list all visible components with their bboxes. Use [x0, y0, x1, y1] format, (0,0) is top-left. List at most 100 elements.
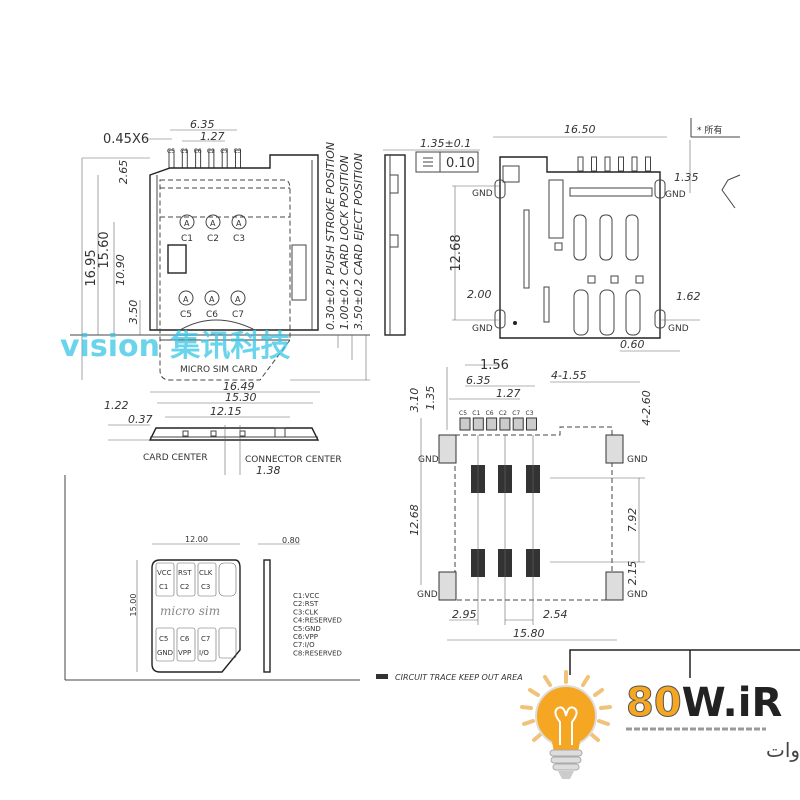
pad-label: C7	[512, 410, 520, 417]
sim-pad-label: C5	[159, 635, 168, 643]
brand-name-text: W.iR	[682, 680, 783, 726]
pin	[604, 156, 611, 172]
keep-out-legend: CIRCUIT TRACE KEEP OUT AREA	[395, 673, 523, 682]
sim-pad	[197, 627, 217, 662]
signal-pad	[512, 417, 524, 431]
pin-list-item: C2:RST	[293, 600, 319, 608]
sim-thickness-view	[263, 559, 271, 673]
gnd-label: GND	[668, 324, 689, 334]
dim-left: 2.95	[452, 608, 477, 621]
dim-footprint-height: 12.68	[408, 504, 421, 536]
spring-contact	[599, 214, 613, 261]
brand-name: 80W.iR	[626, 680, 782, 726]
connector-body-top	[149, 154, 319, 331]
sim-pad	[155, 627, 175, 662]
contact-mark: A	[184, 219, 190, 228]
pin-list-item: C8:RESERVED	[293, 649, 342, 657]
dim-row-spacing: 7.92	[626, 508, 639, 533]
dim-sim-height: 15.00	[129, 594, 138, 617]
sim-pad	[176, 627, 196, 662]
sim-pad	[155, 562, 175, 597]
footprint-gnd-pads	[438, 434, 624, 601]
gnd-label: GND	[665, 190, 686, 200]
brand-name-number: 80	[626, 680, 682, 726]
bottom-view-contacts	[573, 214, 641, 336]
push-stroke-position: 0.30±0.2 PUSH STROKE POSITION	[324, 142, 337, 330]
sim-pad	[218, 627, 237, 659]
dim-row1: 10.90	[114, 254, 127, 286]
sim-label: micro sim	[160, 604, 220, 618]
contact-mark: A	[236, 219, 242, 228]
signal-pad	[526, 417, 537, 431]
micro-sim-card: 12.00 15.00 VCCC1RSTC2CLKC3C5GNDC6VPPC7I…	[64, 475, 360, 681]
detail-fragment	[721, 174, 741, 209]
dim-bottom-b: 1.62	[676, 290, 701, 303]
pin-list: C1:VCCC2:RSTC3:CLKC4:RESERVEDC5:GNDC6:VP…	[293, 592, 342, 657]
dim-bottom-a: 2.00	[467, 288, 492, 301]
dim-sim-width: 12.00	[185, 535, 208, 544]
pin	[645, 156, 651, 172]
pin-label: C2	[207, 148, 215, 155]
spring-contact	[625, 289, 641, 336]
flatness-value: 0.10	[446, 156, 475, 171]
sim-pad-label: C3	[201, 583, 210, 591]
pad-label: C2	[499, 410, 507, 417]
dim-bottom-d: 1.35	[674, 171, 699, 184]
contact-circle	[179, 214, 195, 230]
flatness-box	[415, 151, 479, 173]
pin-label: C5	[167, 148, 175, 155]
pin-list-item: C4:RESERVED	[293, 617, 342, 625]
sim-pad-label: C2	[180, 583, 189, 591]
connector-body-side	[148, 427, 320, 441]
dim-side-height: 1.22	[104, 399, 129, 412]
dim-pitch-total: 6.35	[466, 374, 491, 387]
contact-mark: A	[183, 295, 189, 304]
pin-list-item: C3:CLK	[293, 608, 318, 616]
sim-pad	[218, 562, 237, 597]
gnd-tab	[654, 309, 666, 329]
contact-label: C2	[207, 234, 219, 244]
dim-bottom-c: 0.60	[620, 338, 645, 351]
connector-center-label: CONNECTOR CENTER	[245, 455, 342, 465]
gnd-label: GND	[472, 324, 493, 334]
brand-logo: 80W.iR فروشگاه ۸۰ وات	[520, 649, 800, 779]
sim-pad-label: C7	[201, 635, 210, 643]
keep-out-outline	[454, 426, 613, 601]
pin-list-item: C6:VPP	[293, 633, 318, 641]
contact-circle	[205, 214, 221, 230]
dim-gnd-pad-w: 4-1.55	[551, 369, 586, 382]
gnd-label: GND	[627, 590, 648, 600]
dim-pin-pitch-total: 6.35	[190, 118, 215, 131]
gnd-tab	[654, 179, 666, 199]
sim-pad-label: CLK	[199, 569, 213, 577]
dim-pad: 1.56	[480, 358, 509, 373]
contact-circle	[178, 290, 194, 306]
dim-top: 2.65	[117, 160, 130, 185]
gnd-label: GND	[418, 455, 439, 465]
sim-pad-label: GND	[157, 649, 173, 657]
card-eject-position: 3.50±0.2 CARD EJECT POSITION	[352, 153, 365, 330]
bottom-view: 16.50 12.68 2.00 1.62 0.60 1.35 GND GND …	[449, 118, 741, 352]
gnd-label: GND	[627, 455, 648, 465]
pin-label: C3	[234, 148, 242, 155]
gnd-pad	[438, 434, 457, 464]
dim-top2: 1.35	[424, 386, 437, 411]
spring-contact	[573, 289, 589, 336]
pin-list-item: C1:VCC	[293, 592, 319, 600]
sim-pad-label: C6	[180, 635, 190, 643]
pad-label: C1	[472, 410, 480, 417]
sim-pad	[176, 562, 196, 597]
watermark: vision 集讯科技	[60, 329, 290, 364]
dim-bottom: 2.15	[626, 561, 639, 586]
dim-side-inner: 12.15	[210, 405, 242, 418]
gnd-tab	[494, 179, 506, 199]
profile-view: 1.35±0.1 0.10	[383, 137, 480, 336]
spring-contact	[625, 214, 639, 261]
pin	[618, 156, 624, 172]
